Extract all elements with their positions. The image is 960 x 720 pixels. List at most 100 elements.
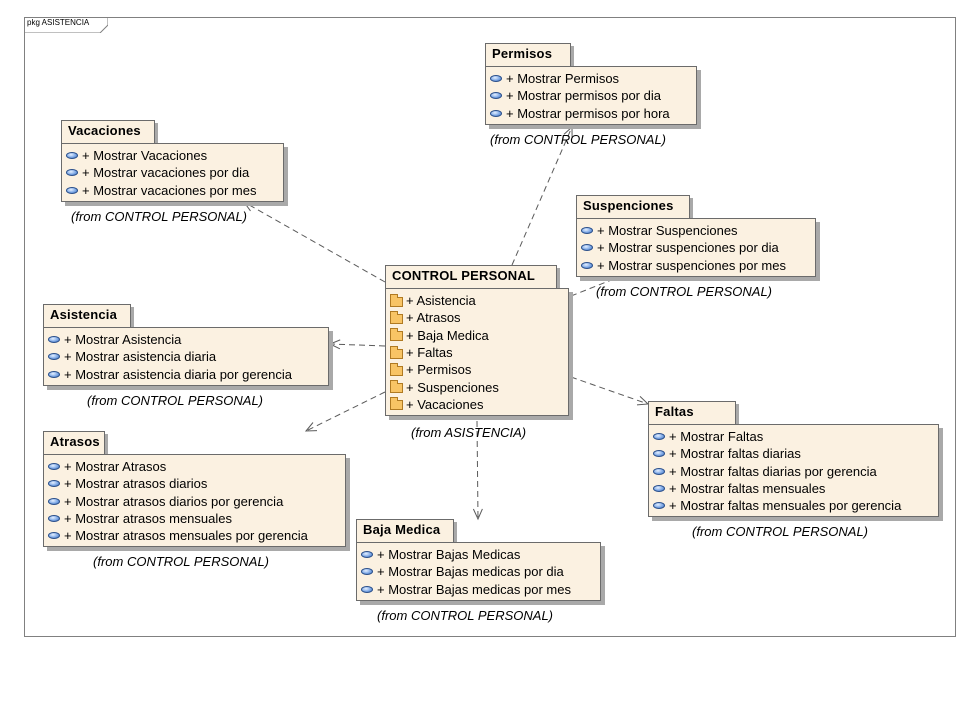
frame-tab-outline — [24, 17, 108, 33]
operation-label: + Mostrar Bajas medicas por mes — [377, 581, 571, 597]
package-origin-label: (from CONTROL PERSONAL) — [377, 608, 554, 623]
operation-item[interactable]: + Mostrar Permisos — [490, 70, 691, 87]
operation-item[interactable]: + Mostrar Faltas — [653, 428, 933, 445]
package-origin-label: (from CONTROL PERSONAL) — [596, 284, 773, 299]
operation-item[interactable]: + Mostrar Atrasos — [48, 458, 340, 475]
folder-icon — [390, 397, 403, 411]
member-label: + Permisos — [406, 362, 472, 378]
operation-icon — [48, 515, 60, 523]
package-origin-label: (from CONTROL PERSONAL) — [490, 132, 667, 147]
operation-icon — [490, 92, 502, 100]
operation-item[interactable]: + Mostrar vacaciones por mes — [66, 182, 278, 199]
operation-item[interactable]: + Mostrar faltas diarias por gerencia — [653, 463, 933, 480]
operation-icon — [361, 585, 373, 593]
package-tab: Atrasos — [43, 431, 105, 455]
operation-label: + Mostrar atrasos mensuales — [64, 511, 232, 527]
package-name: Faltas — [655, 404, 694, 419]
operation-item[interactable]: + Mostrar atrasos mensuales — [48, 510, 340, 527]
dependency-arrow-atrasos — [304, 391, 386, 432]
operation-item[interactable]: + Mostrar Bajas medicas por dia — [361, 563, 595, 580]
operation-item[interactable]: + Mostrar faltas diarias — [653, 445, 933, 462]
package-tab: Vacaciones — [61, 120, 155, 144]
operation-item[interactable]: + Mostrar Asistencia — [48, 331, 323, 348]
package-body: + Mostrar Vacaciones + Mostrar vacacione… — [61, 143, 284, 202]
operation-item[interactable]: + Mostrar suspenciones por mes — [581, 257, 810, 274]
operation-label: + Mostrar suspenciones por mes — [597, 257, 786, 273]
member-item[interactable]: + Vacaciones — [390, 396, 563, 413]
operation-label: + Mostrar Bajas medicas por dia — [377, 564, 564, 580]
member-label: + Baja Medica — [406, 327, 489, 343]
operation-label: + Mostrar Vacaciones — [82, 148, 208, 164]
operation-icon — [490, 75, 502, 83]
folder-icon — [390, 362, 403, 376]
folder-icon — [390, 310, 403, 324]
operation-icon — [48, 463, 60, 471]
operation-icon — [48, 480, 60, 488]
operation-item[interactable]: + Mostrar atrasos diarios — [48, 475, 340, 492]
package-name: Vacaciones — [68, 123, 141, 138]
package-name: Permisos — [492, 46, 553, 61]
operation-item[interactable]: + Mostrar Bajas Medicas — [361, 546, 595, 563]
package-name: Baja Medica — [363, 522, 441, 537]
operation-label: + Mostrar Bajas Medicas — [377, 547, 521, 563]
frame-title: pkg ASISTENCIA — [27, 18, 90, 27]
package-name: CONTROL PERSONAL — [392, 268, 536, 283]
operation-item[interactable]: + Mostrar Vacaciones — [66, 147, 278, 164]
package-tab: Faltas — [648, 401, 736, 425]
member-item[interactable]: + Permisos — [390, 361, 563, 378]
member-item[interactable]: + Faltas — [390, 344, 563, 361]
package-tab: Baja Medica — [356, 519, 454, 543]
package-tab: Suspenciones — [576, 195, 690, 219]
operation-icon — [48, 370, 60, 378]
operation-icon — [581, 261, 593, 269]
operation-label: + Mostrar vacaciones por mes — [82, 182, 257, 198]
operation-icon — [66, 152, 78, 160]
operation-icon — [66, 169, 78, 177]
operation-label: + Mostrar suspenciones por dia — [597, 240, 779, 256]
operation-icon — [48, 497, 60, 505]
operation-item[interactable]: + Mostrar vacaciones por dia — [66, 164, 278, 181]
operation-icon — [48, 532, 60, 540]
package-origin-label: (from ASISTENCIA) — [411, 425, 527, 440]
operation-icon — [361, 568, 373, 576]
operation-item[interactable]: + Mostrar permisos por dia — [490, 87, 691, 104]
dependency-arrow-asistencia — [328, 339, 386, 350]
package-frame — [24, 17, 956, 637]
operation-item[interactable]: + Mostrar atrasos diarios por gerencia — [48, 493, 340, 510]
operation-item[interactable]: + Mostrar asistencia diaria — [48, 348, 323, 365]
operation-label: + Mostrar atrasos mensuales por gerencia — [64, 528, 308, 544]
operation-icon — [361, 551, 373, 559]
operation-label: + Mostrar atrasos diarios por gerencia — [64, 493, 284, 509]
member-item[interactable]: + Suspenciones — [390, 378, 563, 395]
operation-item[interactable]: + Mostrar Bajas medicas por mes — [361, 581, 595, 598]
operation-label: + Mostrar permisos por dia — [506, 88, 661, 104]
member-item[interactable]: + Asistencia — [390, 292, 563, 309]
operation-label: + Mostrar Asistencia — [64, 332, 182, 348]
operation-item[interactable]: + Mostrar atrasos mensuales por gerencia — [48, 527, 340, 544]
operation-item[interactable]: + Mostrar faltas mensuales por gerencia — [653, 497, 933, 514]
member-item[interactable]: + Atrasos — [390, 309, 563, 326]
folder-icon — [390, 380, 403, 394]
package-tab: Asistencia — [43, 304, 131, 328]
package-body: + Mostrar Atrasos + Mostrar atrasos diar… — [43, 454, 346, 548]
member-label: + Asistencia — [406, 293, 476, 309]
member-label: + Vacaciones — [406, 396, 484, 412]
operation-label: + Mostrar asistencia diaria por gerencia — [64, 366, 292, 382]
folder-icon — [390, 293, 403, 307]
operation-item[interactable]: + Mostrar asistencia diaria por gerencia — [48, 366, 323, 383]
operation-icon — [581, 227, 593, 235]
package-name: Asistencia — [50, 307, 118, 322]
dependency-arrow-permisos — [511, 125, 573, 266]
operation-icon — [48, 353, 60, 361]
operation-item[interactable]: + Mostrar suspenciones por dia — [581, 239, 810, 256]
member-item[interactable]: + Baja Medica — [390, 327, 563, 344]
operation-label: + Mostrar permisos por hora — [506, 105, 670, 121]
operation-item[interactable]: + Mostrar permisos por hora — [490, 105, 691, 122]
package-tab: CONTROL PERSONAL — [385, 265, 557, 289]
operation-item[interactable]: + Mostrar Suspenciones — [581, 222, 810, 239]
operation-icon — [653, 450, 665, 458]
operation-item[interactable]: + Mostrar faltas mensuales — [653, 480, 933, 497]
package-name: Atrasos — [50, 434, 100, 449]
dependency-arrow-vacaciones — [242, 201, 386, 283]
operation-label: + Mostrar faltas diarias por gerencia — [669, 463, 877, 479]
